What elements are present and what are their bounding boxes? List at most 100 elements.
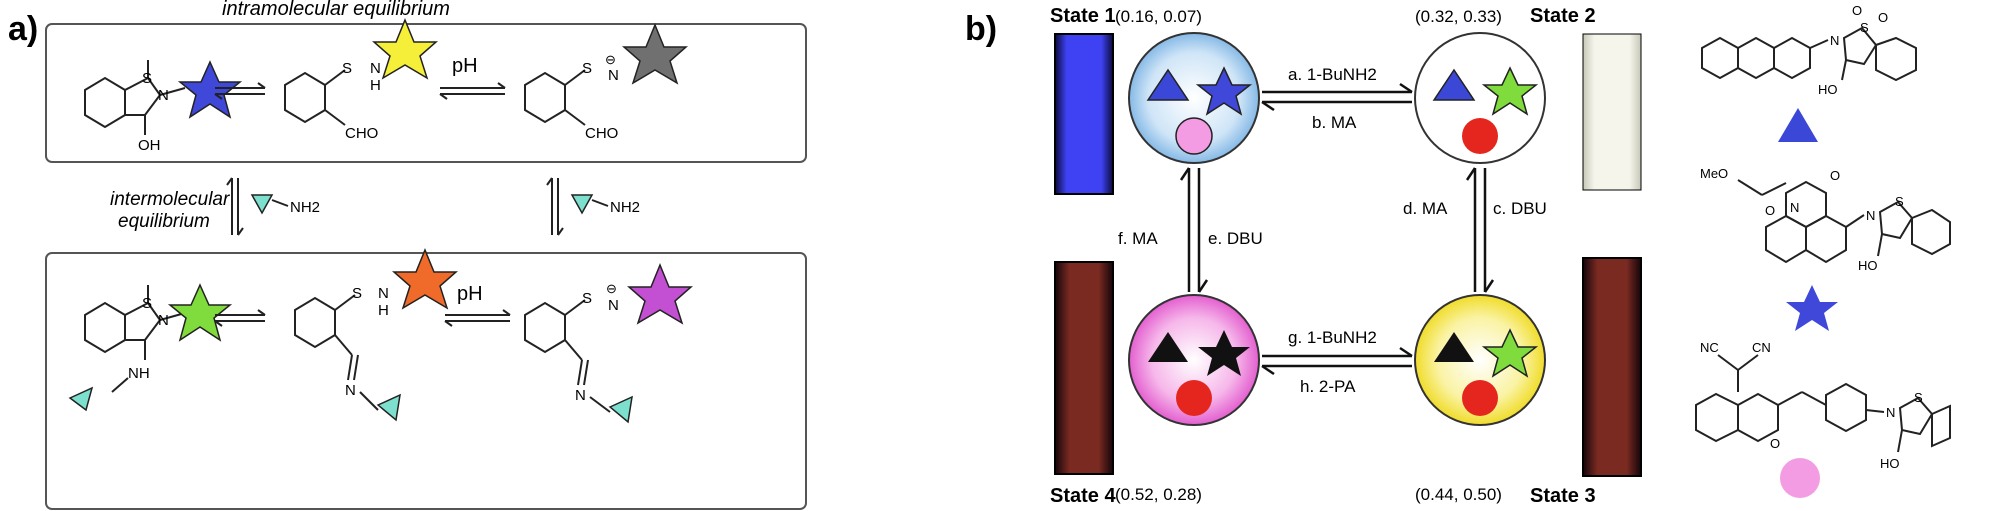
- state-3-triangle: [1434, 332, 1474, 362]
- ph-arrow-top: [439, 82, 506, 100]
- vial-state-4: [1054, 261, 1114, 475]
- state-1-triangle: [1146, 68, 1190, 101]
- b2-n-imine: N: [345, 382, 356, 399]
- b3-neg: ⊖: [606, 281, 617, 296]
- b2-s: S: [352, 285, 362, 302]
- arrow-g-label: g. 1-BuNH2: [1288, 328, 1377, 347]
- state-3-label: State 3: [1530, 485, 1596, 507]
- amine-bond-left: [271, 199, 289, 207]
- cyclopropyl-amine-left: [250, 194, 274, 215]
- b3-n: N: [608, 297, 619, 314]
- legend3-n: N: [1886, 405, 1895, 420]
- a2-h: H: [370, 77, 381, 94]
- equilibrium-arrow-2: [214, 309, 266, 327]
- a1-n: N: [158, 87, 169, 104]
- arrow-f-label: f. MA: [1118, 229, 1158, 248]
- legend-chromene: [1695, 354, 1951, 453]
- state-4-dot: [1176, 380, 1212, 416]
- a1-s: S: [142, 70, 152, 87]
- a2-n: N: [370, 60, 381, 77]
- legend3-o: O: [1770, 436, 1780, 451]
- cyclopropyl-b2: [376, 393, 401, 422]
- legend-naphthalimide: [1737, 179, 1951, 264]
- b1-n: N: [158, 312, 169, 329]
- a3-s: S: [582, 60, 592, 77]
- orange-star-b2: [392, 248, 458, 310]
- state-2-circle: [1414, 32, 1546, 164]
- legend3-nc: NC: [1700, 340, 1719, 355]
- coord-state-4: (0.52, 0.28): [1115, 485, 1202, 504]
- a3-cho: CHO: [585, 125, 618, 142]
- ph-label-top: pH: [452, 55, 478, 77]
- legend2-meo: MeO: [1700, 166, 1728, 181]
- top-box: [45, 23, 807, 163]
- legend2-o2: O: [1765, 203, 1775, 218]
- a1-oh: OH: [138, 137, 161, 154]
- b3-n-imine: N: [575, 387, 586, 404]
- state-4-label: State 4: [1050, 485, 1116, 507]
- vial-state-3: [1582, 257, 1642, 477]
- state-1-star: [1195, 66, 1253, 116]
- nh2-left: NH2: [290, 199, 320, 216]
- a2-s: S: [342, 60, 352, 77]
- cyclopropyl-amine-right: [570, 194, 594, 215]
- a2-cho: CHO: [345, 125, 378, 142]
- molecule-a3: [524, 69, 586, 126]
- state-4-circle: [1128, 294, 1260, 426]
- legend-pink-circle: [1780, 458, 1820, 498]
- blue-star-a1: [177, 60, 243, 119]
- legend2-ho: HO: [1858, 258, 1878, 273]
- nh2-right: NH2: [610, 199, 640, 216]
- legend3-ho: HO: [1880, 456, 1900, 471]
- arrow-c-label: c. DBU: [1493, 199, 1547, 218]
- intermolecular-arrow-left: [226, 177, 244, 236]
- green-star-b1: [167, 283, 233, 342]
- intramolecular-title: intramolecular equilibrium: [222, 0, 450, 20]
- b2-n: N: [378, 285, 389, 302]
- state-3-dot: [1462, 380, 1498, 416]
- state-3-star: [1481, 328, 1539, 378]
- state-2-label: State 2: [1530, 5, 1596, 27]
- legend2-n2: N: [1866, 208, 1875, 223]
- molecule-a2: [284, 69, 346, 126]
- b1-nh: NH: [128, 365, 150, 382]
- legend1-o1: O: [1852, 3, 1862, 18]
- b2-h: H: [378, 302, 389, 319]
- legend2-n: N: [1790, 200, 1799, 215]
- legend1-n: N: [1830, 33, 1839, 48]
- legend-anthracene: [1701, 26, 1917, 82]
- state-3-circle: [1414, 294, 1546, 426]
- coord-state-1: (0.16, 0.07): [1115, 7, 1202, 26]
- molecule-b3: [524, 299, 611, 413]
- molecule-b1: [84, 285, 186, 393]
- yellow-star-a2: [372, 18, 438, 80]
- legend-triangle: [1778, 108, 1818, 142]
- intermolecular-arrow-right: [546, 177, 564, 236]
- intermolecular-label-2: equilibrium: [118, 211, 210, 232]
- ph-arrow-bottom: [444, 309, 511, 327]
- legend1-ho: HO: [1818, 82, 1838, 97]
- gray-star-a3: [622, 23, 688, 85]
- panel-a-label: a): [8, 10, 38, 48]
- coord-state-3: (0.44, 0.50): [1415, 485, 1502, 504]
- state-1-circle: [1128, 32, 1260, 164]
- state-4-star: [1198, 330, 1250, 376]
- legend3-cn: CN: [1752, 340, 1771, 355]
- state-4-triangle: [1148, 332, 1188, 362]
- arrow-b-label: b. MA: [1312, 113, 1357, 132]
- equilibrium-arrow-1: [214, 82, 266, 100]
- magenta-star-b3: [627, 263, 693, 325]
- molecule-a1: [84, 60, 186, 135]
- b1-s: S: [142, 295, 152, 312]
- amine-bond-right: [591, 199, 609, 207]
- state-1-dot: [1175, 117, 1213, 155]
- legend-star: [1786, 285, 1838, 331]
- arrow-1-to-4: [1179, 167, 1209, 293]
- vial-state-1: [1054, 33, 1114, 195]
- state-2-dot: [1462, 118, 1498, 154]
- legend1-o2: O: [1878, 10, 1888, 25]
- arrow-h-label: h. 2-PA: [1300, 377, 1356, 396]
- b3-s: S: [582, 290, 592, 307]
- arrow-4-to-3: [1261, 346, 1413, 376]
